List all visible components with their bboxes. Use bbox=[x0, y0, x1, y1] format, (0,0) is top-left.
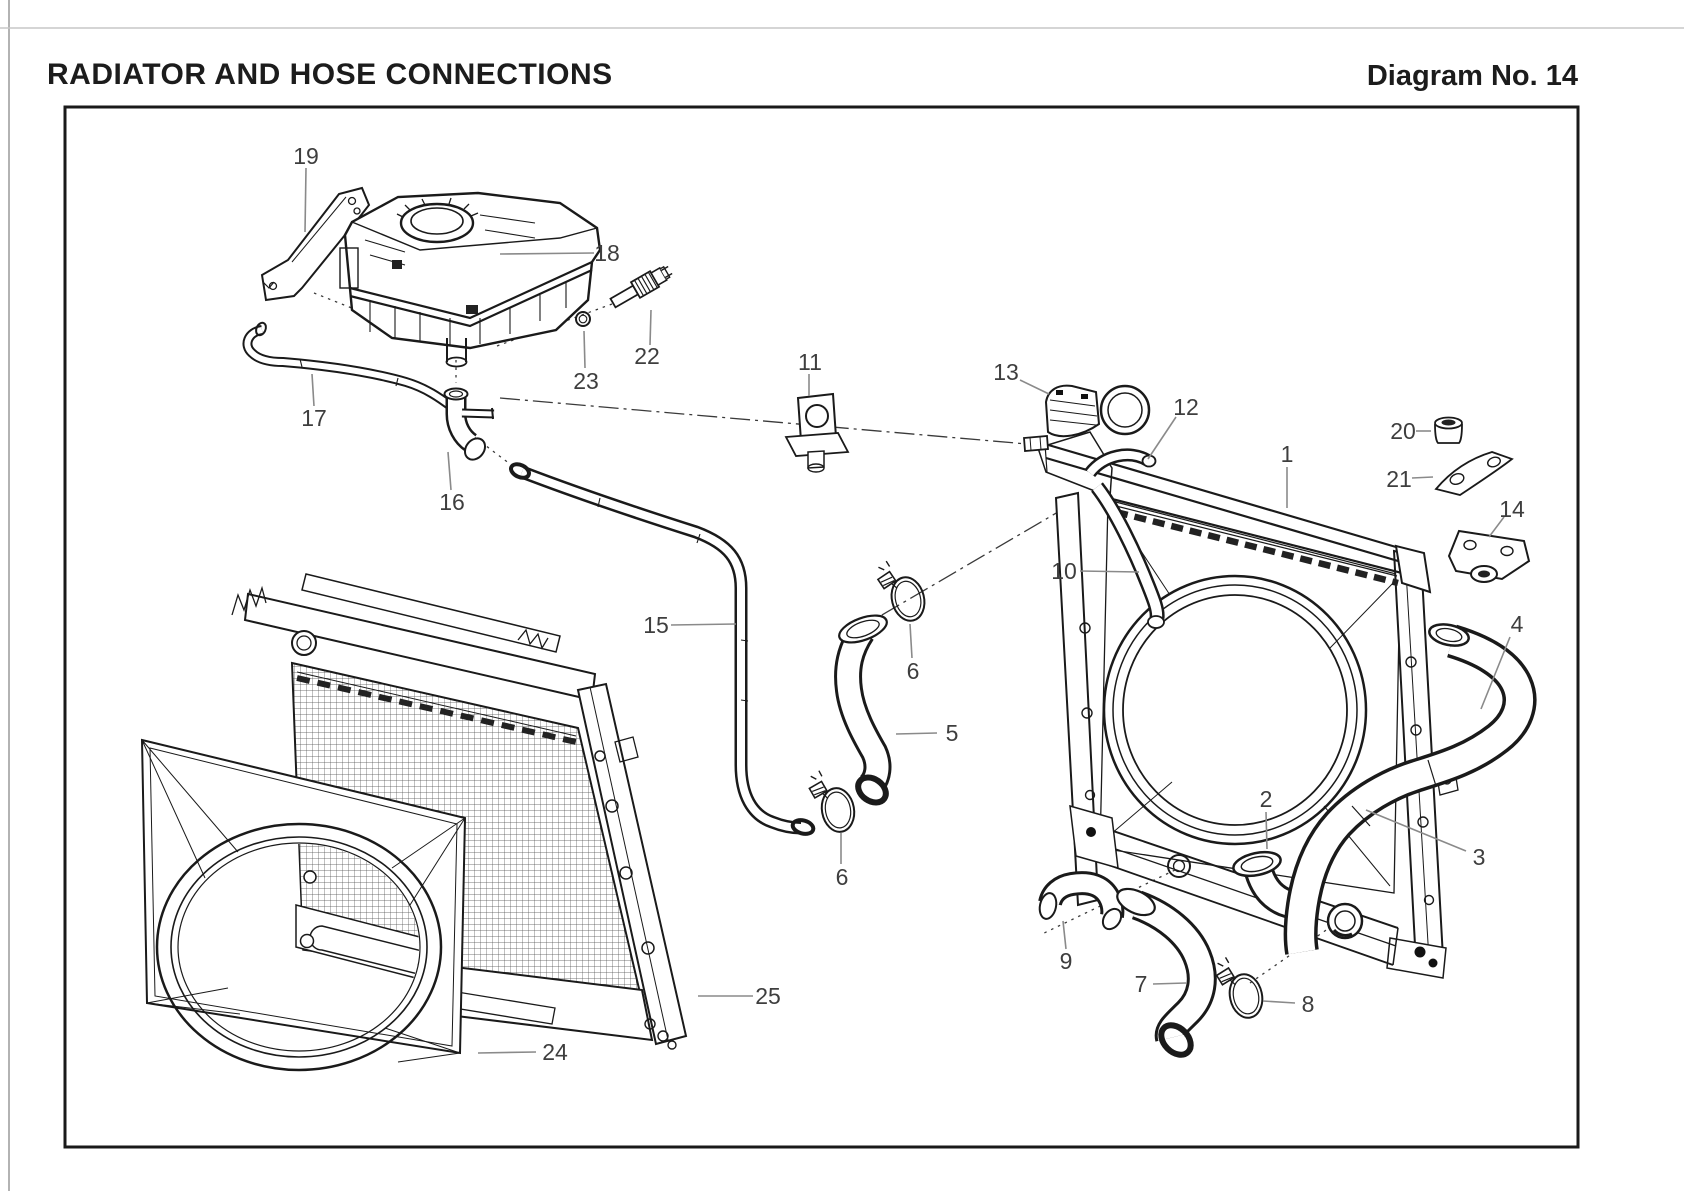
lower-radiator-hose bbox=[1283, 623, 1537, 955]
callout-1: 1 bbox=[1281, 441, 1294, 467]
callout-leader-lines bbox=[304, 167, 1511, 1054]
strap-bracket-21 bbox=[1434, 451, 1514, 496]
callout-labels: 1 2 3 4 5 6 6 7 8 9 10 11 12 13 14 15 16… bbox=[293, 143, 1525, 1065]
o-ring bbox=[575, 311, 591, 327]
reservoir-hose-15 bbox=[509, 462, 816, 836]
diagram-border bbox=[63, 105, 1580, 1149]
upper-mounting-bracket-13 bbox=[1044, 384, 1101, 438]
diagram-number: Diagram No. 14 bbox=[1366, 60, 1578, 92]
coolant-level-sensor bbox=[609, 265, 673, 309]
callout-8: 8 bbox=[1302, 991, 1315, 1017]
callout-25: 25 bbox=[755, 983, 781, 1009]
callout-22: 22 bbox=[634, 343, 660, 369]
bypass-hose-9 bbox=[1038, 871, 1125, 931]
upper-hose-5 bbox=[834, 614, 892, 806]
side-mounting-bracket-14 bbox=[1447, 529, 1531, 583]
callout-17: 17 bbox=[301, 405, 327, 431]
callout-2: 2 bbox=[1260, 786, 1273, 812]
callout-16: 16 bbox=[439, 489, 465, 515]
expansion-tank bbox=[339, 191, 602, 368]
support-bracket-11 bbox=[784, 392, 850, 473]
callout-15: 15 bbox=[643, 612, 669, 638]
callout-23: 23 bbox=[573, 368, 599, 394]
overflow-hose-17 bbox=[242, 321, 455, 412]
callout-6b: 6 bbox=[836, 864, 849, 890]
callout-12: 12 bbox=[1173, 394, 1199, 420]
callout-6a: 6 bbox=[907, 658, 920, 684]
radiator-fan-ring bbox=[1102, 574, 1368, 846]
callout-19: 19 bbox=[293, 143, 319, 169]
callout-20: 20 bbox=[1390, 418, 1416, 444]
lower-outlet-hose-7 bbox=[1116, 887, 1217, 1058]
callout-10: 10 bbox=[1051, 558, 1077, 584]
callout-7: 7 bbox=[1135, 971, 1148, 997]
mounting-bracket-19 bbox=[260, 186, 371, 302]
callout-9: 9 bbox=[1060, 948, 1073, 974]
page-title: RADIATOR AND HOSE CONNECTIONS bbox=[47, 58, 613, 91]
fan-shroud bbox=[140, 738, 467, 1072]
callout-14: 14 bbox=[1499, 496, 1525, 522]
callout-11: 11 bbox=[798, 349, 822, 375]
filler-pipe-10 bbox=[1091, 482, 1165, 629]
bleed-pipe-12 bbox=[1084, 448, 1157, 478]
hose-clamp-8 bbox=[1212, 950, 1268, 1024]
callout-4: 4 bbox=[1511, 611, 1524, 637]
callout-24: 24 bbox=[542, 1039, 568, 1065]
rubber-bushing-20 bbox=[1434, 416, 1463, 444]
elbow-connector-16 bbox=[443, 387, 495, 461]
callout-21: 21 bbox=[1386, 466, 1412, 492]
callout-18: 18 bbox=[594, 240, 620, 266]
callout-13: 13 bbox=[993, 359, 1019, 385]
callout-3: 3 bbox=[1473, 844, 1486, 870]
callout-5: 5 bbox=[946, 720, 959, 746]
